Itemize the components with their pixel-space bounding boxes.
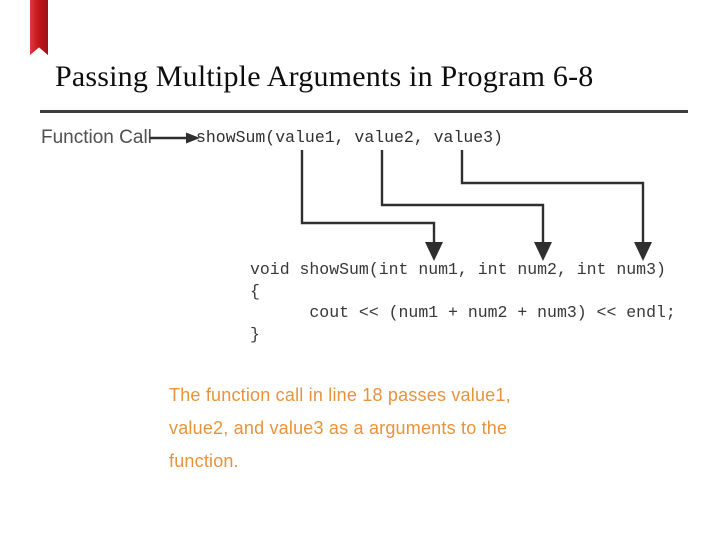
value1-to-num1-arrow-icon	[300, 150, 443, 261]
label-to-call-arrow-icon	[150, 132, 200, 144]
value3-to-num3-arrow-icon	[460, 150, 652, 261]
function-call-code: showSum(value1, value2, value3)	[196, 128, 503, 147]
caption-line-1: The function call in line 18 passes valu…	[169, 385, 511, 405]
title-divider	[40, 110, 688, 113]
argument-flow-arrows	[150, 132, 652, 261]
caption-text: The function call in line 18 passes valu…	[169, 379, 511, 478]
value2-to-num2-arrow-icon	[380, 150, 552, 261]
caption-line-3: function.	[169, 451, 239, 471]
caption-line-2: value2, and value3 as a arguments to the	[169, 417, 508, 438]
slide-title: Passing Multiple Arguments in Program 6-…	[55, 60, 594, 93]
bookmark-ribbon-icon	[30, 0, 48, 55]
function-definition-code: void showSum(int num1, int num2, int num…	[250, 260, 676, 344]
function-call-label: Function Call	[41, 127, 152, 148]
